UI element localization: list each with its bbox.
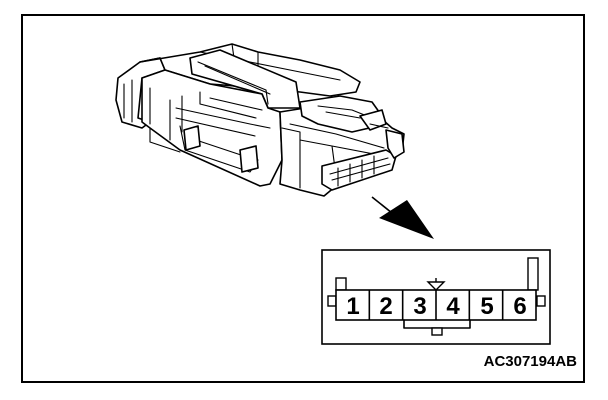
terminal-cavity [321,149,397,191]
terminal-face-view: 1 2 3 4 5 6 [321,249,551,345]
pin-number: 4 [446,293,460,320]
pin-number: 2 [379,293,392,320]
view-direction-arrow [371,196,434,239]
left-key [335,277,347,291]
side-tab [183,125,201,151]
lock-lever [189,49,301,109]
pin-number: 3 [413,293,426,320]
pin-number: 1 [346,293,359,320]
side-tab [239,145,259,173]
pin-number: 6 [513,293,526,320]
figure-code: AC307194AB [484,353,578,370]
lower-key-tab [431,327,443,336]
pin-number: 5 [480,293,493,320]
right-latch [536,295,546,307]
connector-housing-illustration [115,43,405,197]
right-key [527,257,539,291]
left-latch [327,295,337,307]
